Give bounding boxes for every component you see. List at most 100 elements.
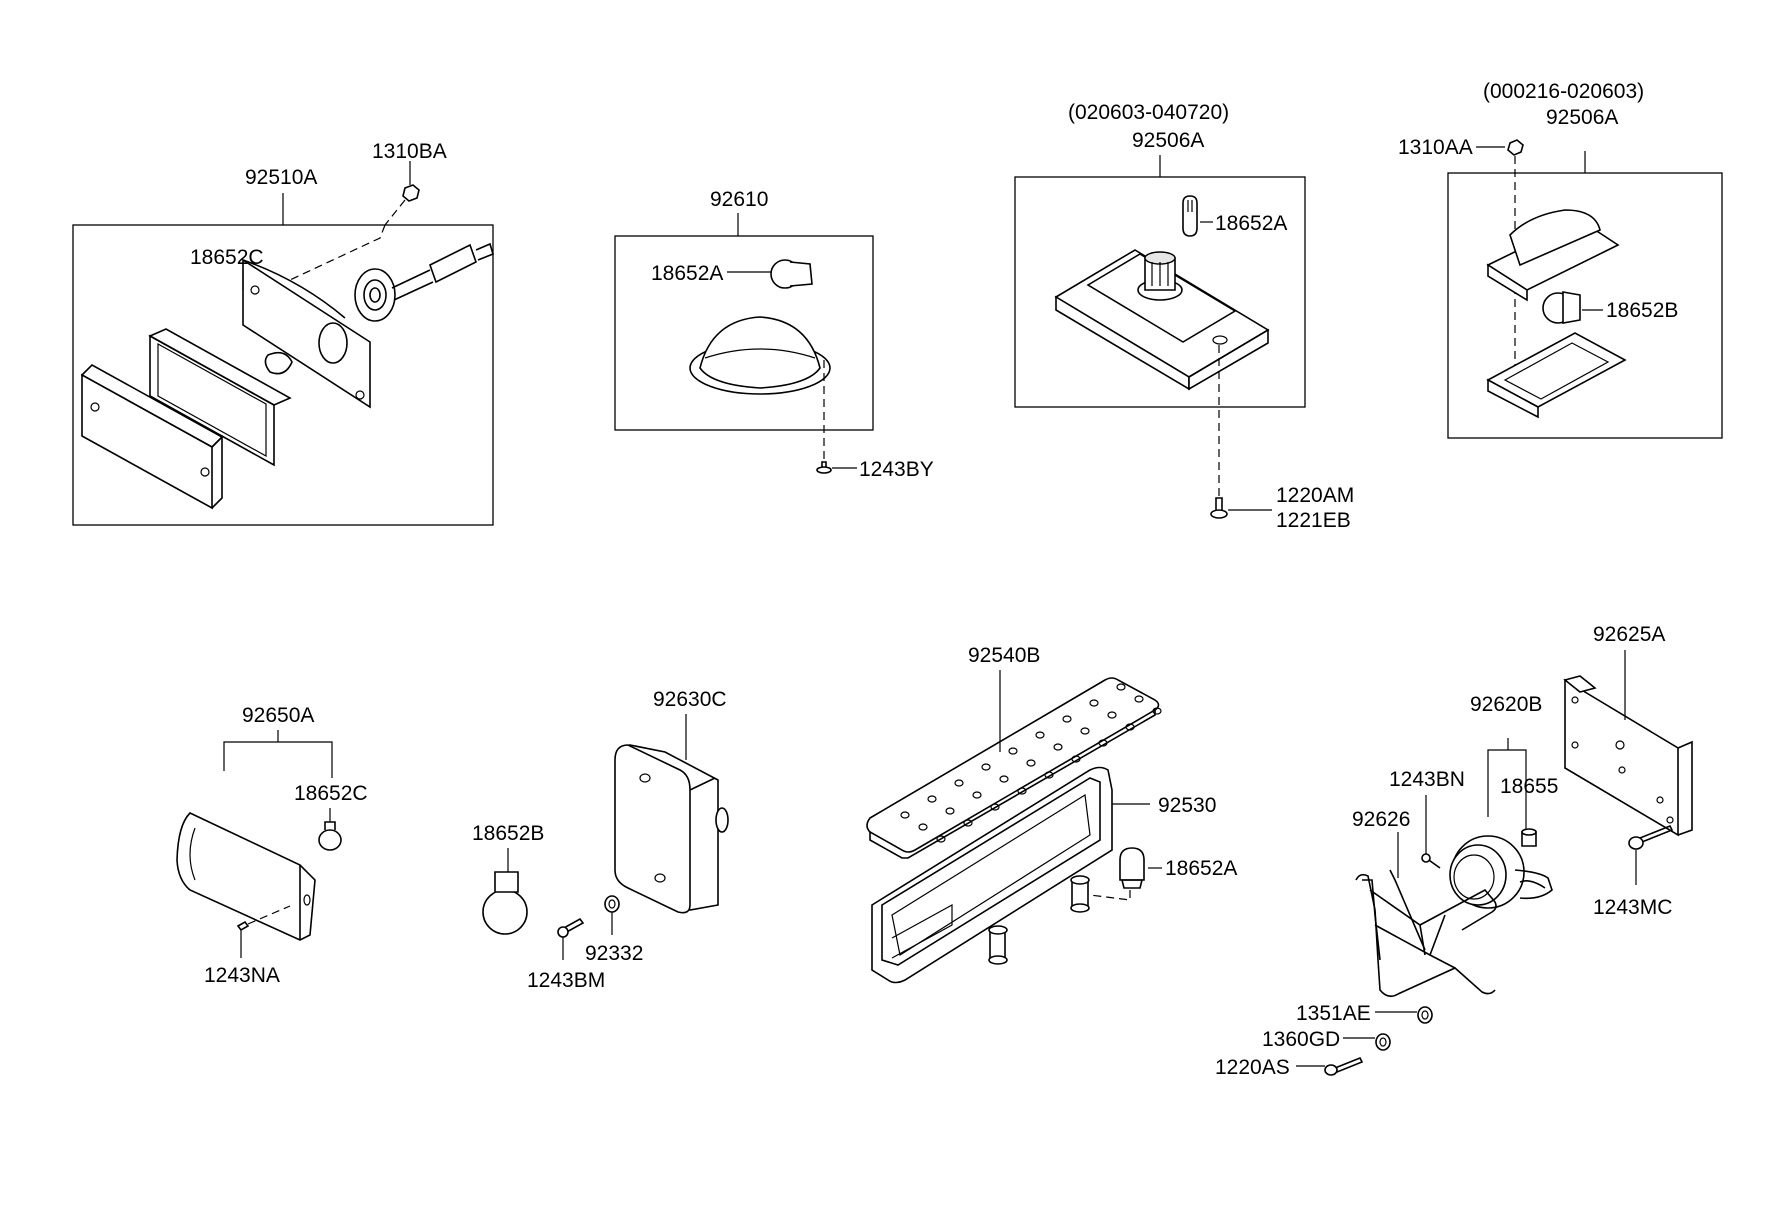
cover-hole [900,811,910,819]
label-1243BN: 1243BN [1389,768,1465,791]
screw-1243BN-illustration [1421,853,1441,869]
cover-hole [1152,707,1162,715]
cover-hole [1116,683,1126,691]
label-1220AS: 1220AS [1215,1056,1290,1079]
cover-hole [963,819,973,827]
cover-hole [936,835,946,843]
cover-hole [1017,787,1027,795]
screw-1220AM-illustration [1210,497,1228,519]
bulb-18652A-b-illustration [1182,195,1198,237]
cover-hole [981,763,991,771]
screw-1243BM-illustration [557,917,585,938]
label-92630C: 92630C [653,688,727,711]
lamp-92650A-illustration [176,812,316,941]
frame-92610 [614,235,874,431]
nut-1310AA-illustration [1507,139,1524,156]
label-1243BM: 1243BM [527,969,605,992]
housing-socket-1 [988,925,1008,965]
label-1243BY: 1243BY [859,458,934,481]
bulb-18652A-c-illustration [1119,847,1145,889]
wire-guard-92626-illustration [1355,869,1497,998]
cover-hole [927,795,937,803]
cover-hole [945,807,955,815]
label-92332: 92332 [585,942,643,965]
cover-hole [1071,755,1081,763]
screw-1243MC-illustration [1628,824,1674,850]
screw-1243NA-illustration [236,905,291,932]
label-18652C-top: 18652C [190,246,264,269]
label-92610: 92610 [710,188,768,211]
screw-1243BY-illustration [816,461,832,474]
cover-hole [1107,711,1117,719]
group-92510A-side-marker: 92510A 1310BA 18652C [72,140,494,526]
marker-lens-illustration [80,364,224,510]
bulb-18652A-illustration [770,259,813,289]
label-1243NA: 1243NA [204,964,280,987]
washer-92332-illustration [604,895,620,913]
bulb-18652C-bot-illustration [318,821,342,851]
housing-92530-illustration [871,766,1113,984]
label-18655: 18655 [1500,775,1558,798]
nut-1310BA-illustration [289,184,420,281]
bolt-1220AS-illustration [1324,1056,1364,1076]
cover-hole [1044,771,1054,779]
cover-hole [1134,695,1144,703]
group-92540B-92530-lamp: 92540B 92530 18652A [866,644,1237,984]
label-92540B: 92540B [968,644,1040,667]
bracket-92625A-illustration [1563,675,1693,837]
cover-hole [990,803,1000,811]
cover-hole [1035,731,1045,739]
label-1351AE: 1351AE [1296,1002,1371,1025]
cover-92540B-illustration [866,677,1162,859]
cover-hole [999,775,1009,783]
label-92506A-mid: 92506A [1132,129,1204,152]
label-1310BA: 1310BA [372,140,447,163]
lamp-lens-cover-illustration [1486,209,1620,302]
label-18652A-a: 18652A [651,262,723,285]
group-92506A-mid-license-lamp: (020603-040720) 92506A 18652A 1220AM 122… [1014,101,1354,532]
bulb-18652B-top-illustration [1542,291,1581,324]
cover-hole [954,779,964,787]
license-lamp-socket-illustration [1137,251,1183,301]
label-92530: 92530 [1158,794,1216,817]
marker-socket-harness-illustration [354,242,494,322]
cover-hole [1080,727,1090,735]
washer-1351AE-illustration [1417,1006,1433,1024]
bulb-18655-illustration [1521,828,1537,847]
lamp-base-illustration [1486,332,1627,419]
lamp-head-92620B-illustration [1449,835,1553,909]
cover-hole [1125,723,1135,731]
cover-hole [1008,747,1018,755]
label-range-mid: (020603-040720) [1068,101,1229,124]
label-18652A-b: 18652A [1215,212,1287,235]
bulb-18652B-bot-illustration [482,871,528,935]
cover-hole [1053,743,1063,751]
cover-hole [1062,715,1072,723]
dome-lens-illustration [689,316,831,395]
label-18652B-top: 18652B [1606,299,1678,322]
label-1310AA: 1310AA [1398,136,1473,159]
label-1220AM: 1220AM [1276,484,1354,507]
label-1221EB: 1221EB [1276,509,1351,532]
label-92626: 92626 [1352,808,1410,831]
marker-housing-illustration [242,258,371,409]
label-18652C-bot: 18652C [294,782,368,805]
label-18652A-c: 18652A [1165,857,1237,880]
cover-hole [972,791,982,799]
cover-hole [1026,759,1036,767]
label-92625A: 92625A [1593,623,1665,646]
label-range-right: (000216-020603) [1483,80,1644,103]
group-92630C-lamp: 92630C 18652B 1243BM 92332 [472,688,729,992]
group-92610-dome-lamp: 92610 18652A 1243BY [614,188,934,481]
label-92650A: 92650A [242,704,314,727]
housing-socket-2 [1070,875,1090,913]
group-92650A-lamp: 92650A 18652C 1243NA [176,704,368,987]
label-92620B: 92620B [1470,693,1542,716]
cover-hole [918,823,928,831]
cover-hole [1098,739,1108,747]
cover-hole [1089,699,1099,707]
label-92510A: 92510A [245,166,317,189]
label-1360GD: 1360GD [1262,1028,1340,1051]
label-1243MC: 1243MC [1593,896,1672,919]
